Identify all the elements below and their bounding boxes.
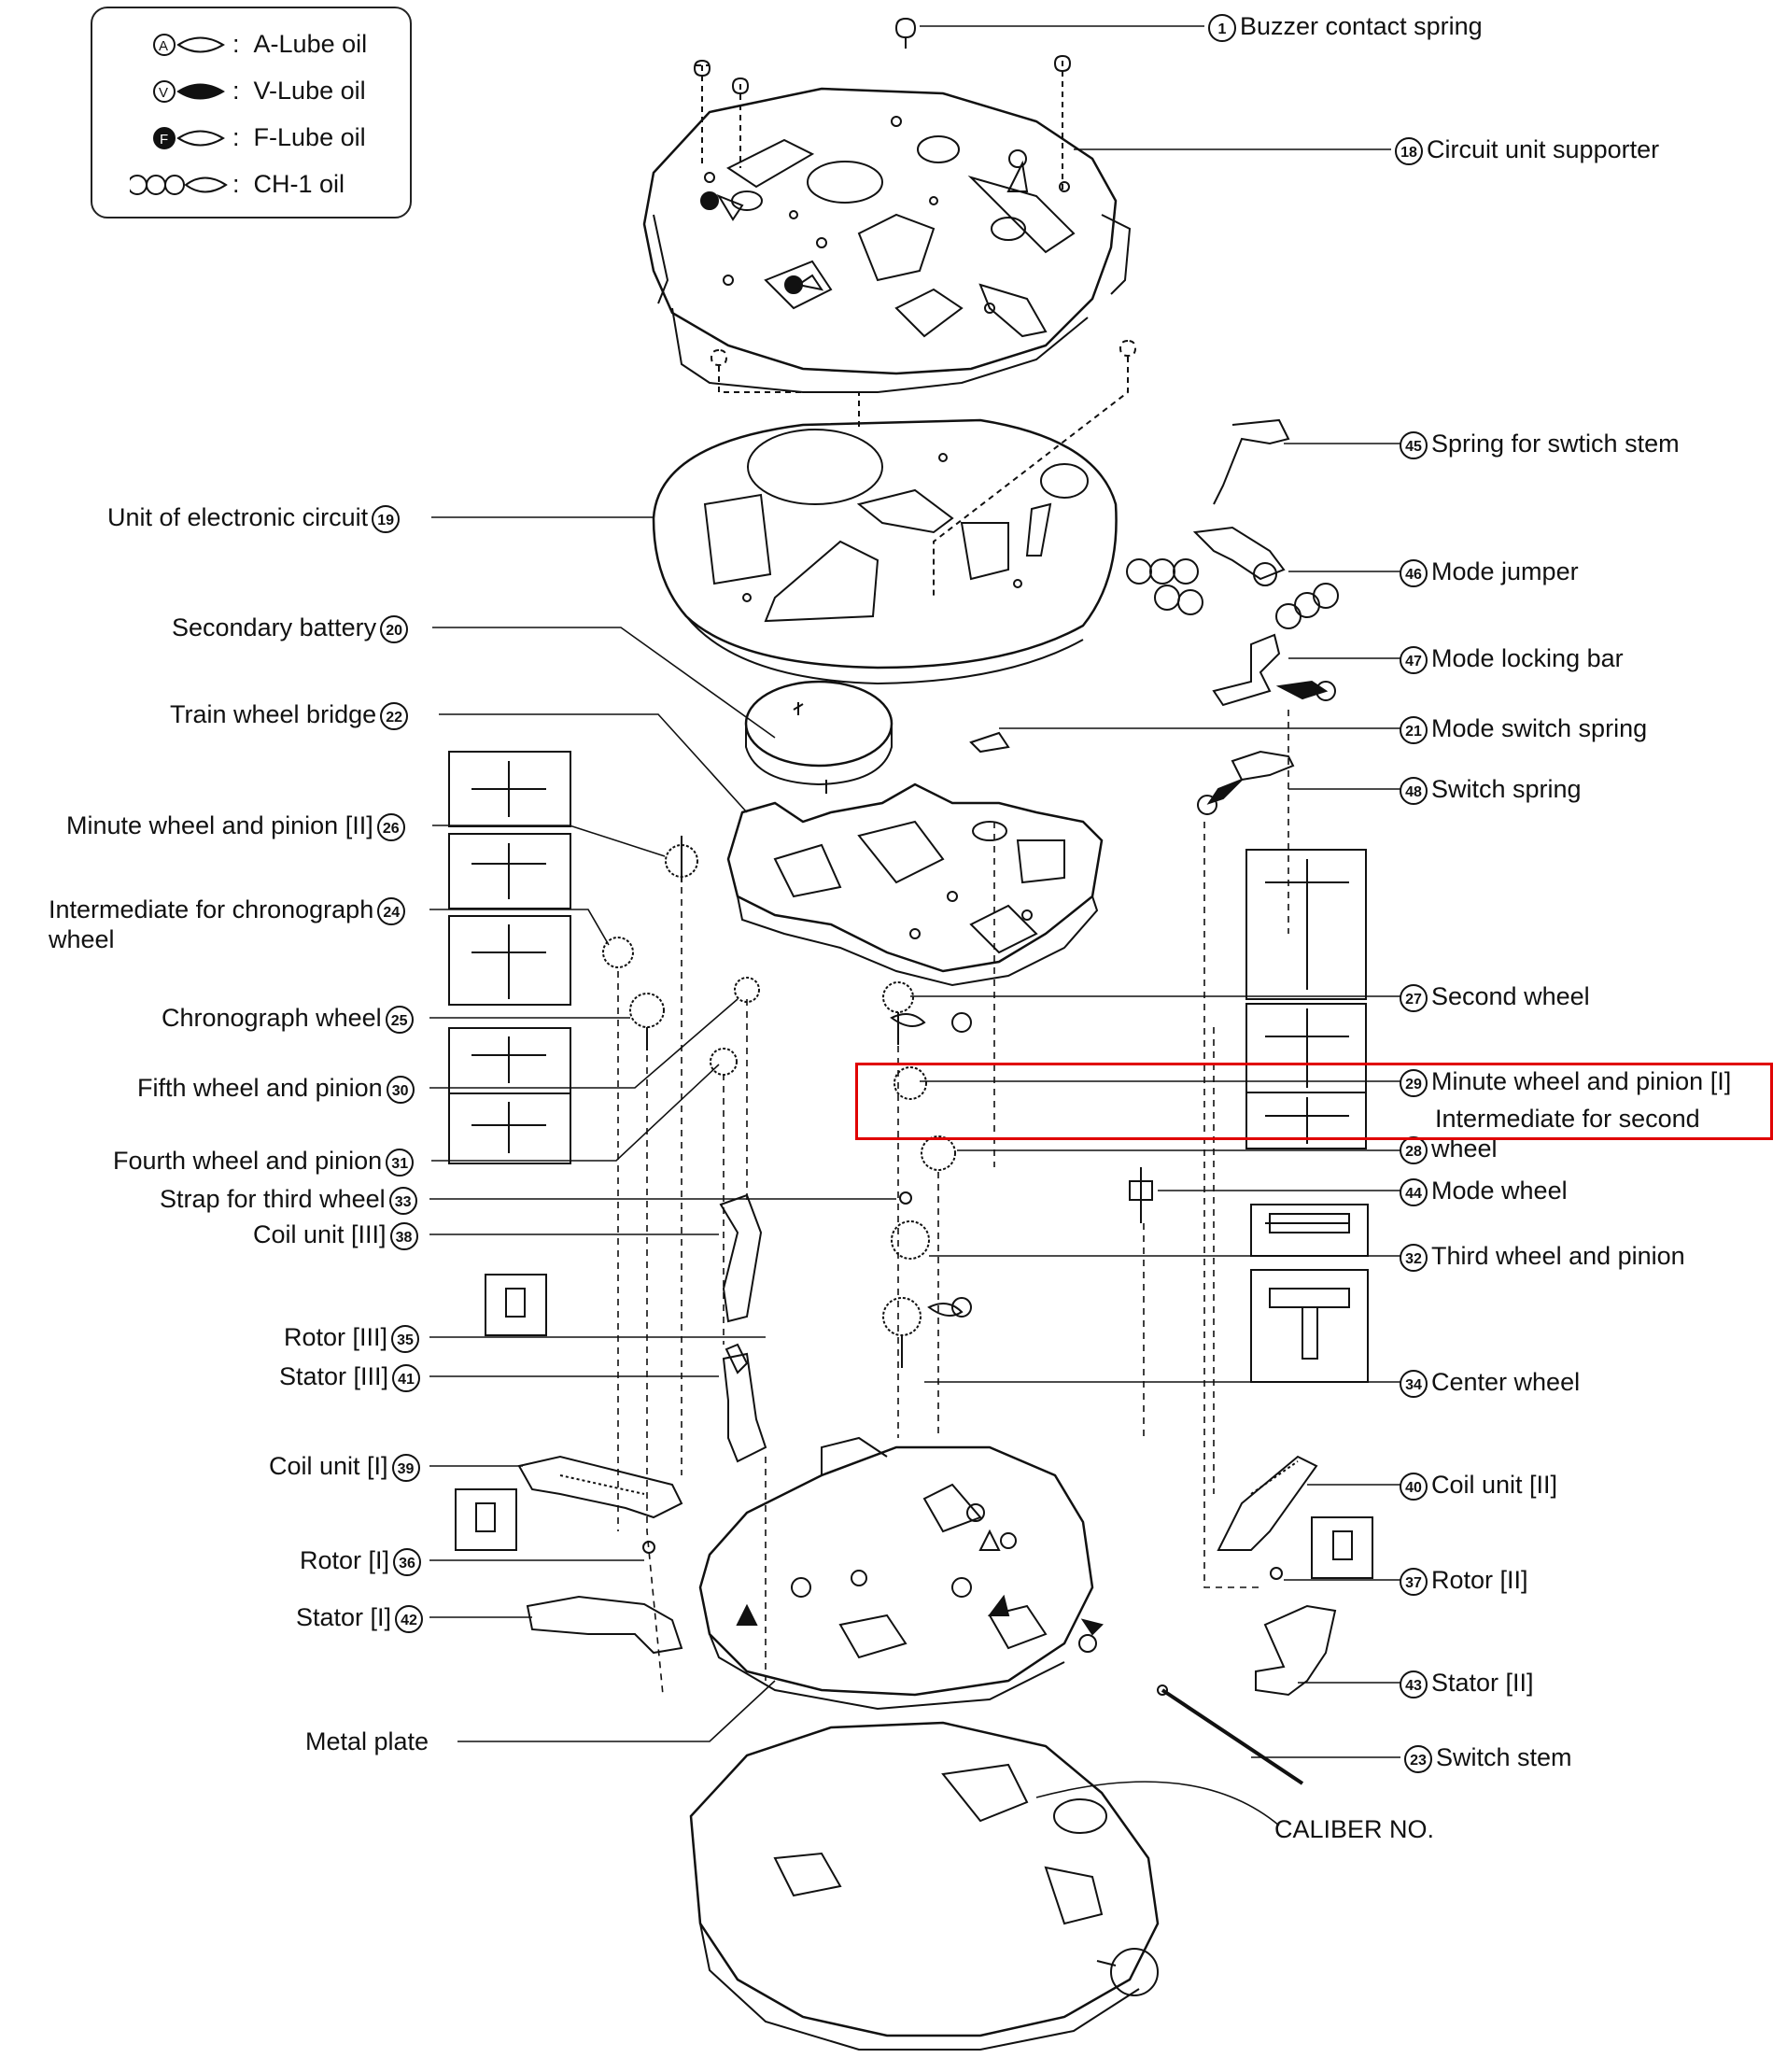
- bottom-plate-part: [689, 1721, 1160, 2051]
- oil-application-marks: [700, 149, 1104, 1653]
- alignment-dashed-lines: [617, 710, 1289, 1696]
- label-intermediate-chronograph-line2: wheel: [49, 925, 115, 953]
- label-metal-plate: Metal plate: [305, 1727, 429, 1755]
- main-plate-part: [698, 1436, 1094, 1711]
- coils-and-stators: [517, 1455, 1337, 1697]
- legend-row-v-lube: V : V-Lube oil: [92, 72, 410, 109]
- legend-label-f-lube: : F-Lube oil: [232, 123, 366, 151]
- label-rotor-3: Rotor [III]35: [284, 1322, 423, 1353]
- f-mark-letter: F: [160, 132, 168, 148]
- label-stator-1: Stator [I]42: [296, 1602, 427, 1633]
- legend-label-ch1: : CH-1 oil: [232, 170, 345, 198]
- label-coil-unit-3: Coil unit [III]38: [253, 1219, 422, 1250]
- v-lube-oil-icon: V: [153, 80, 225, 103]
- label-caliber-no: CALIBER NO.: [1274, 1815, 1435, 1843]
- left-part-detail-boxes: [448, 751, 571, 1551]
- legend-label-a-lube: : A-Lube oil: [232, 30, 368, 58]
- legend-row-a-lube: A : A-Lube oil: [92, 25, 410, 63]
- mode-parts-right: [969, 418, 1339, 815]
- a-lube-oil-icon: A: [153, 34, 225, 56]
- v-mark-letter: V: [159, 85, 168, 101]
- electronic-circuit-unit-part: [652, 418, 1118, 685]
- legend-label-v-lube: : V-Lube oil: [232, 77, 366, 105]
- label-stator-3: Stator [III]41: [279, 1361, 424, 1392]
- train-wheel-bridge-part: [726, 782, 1104, 987]
- label-rotor-1: Rotor [I]36: [300, 1545, 425, 1576]
- ch-1-oil-icon: [130, 175, 228, 195]
- a-mark-letter: A: [159, 38, 168, 54]
- legend-row-f-lube: F : F-Lube oil: [92, 119, 410, 156]
- screws-top: [693, 17, 1137, 598]
- label-coil-unit-1: Coil unit [I]39: [269, 1451, 424, 1482]
- label-minute-wheel-pinion-2: Minute wheel and pinion [II]26: [66, 810, 409, 841]
- right-part-detail-boxes: [1245, 849, 1373, 1579]
- legend-row-ch1: : CH-1 oil: [92, 165, 410, 203]
- leader-lines: [429, 25, 1400, 1826]
- switch-stem-part: [1157, 1684, 1304, 1785]
- f-lube-oil-icon: F: [153, 127, 225, 149]
- wheels-and-pinions: [602, 836, 1153, 1463]
- secondary-battery-part: [744, 680, 894, 794]
- highlight-box: [855, 1063, 1773, 1140]
- label-intermediate-for-second-line1: Intermediate for second: [1435, 1105, 1700, 1133]
- oil-legend: A : A-Lube oil V : V-Lube oil F : F-Lube…: [91, 7, 412, 218]
- circuit-unit-supporter-part: [642, 87, 1132, 393]
